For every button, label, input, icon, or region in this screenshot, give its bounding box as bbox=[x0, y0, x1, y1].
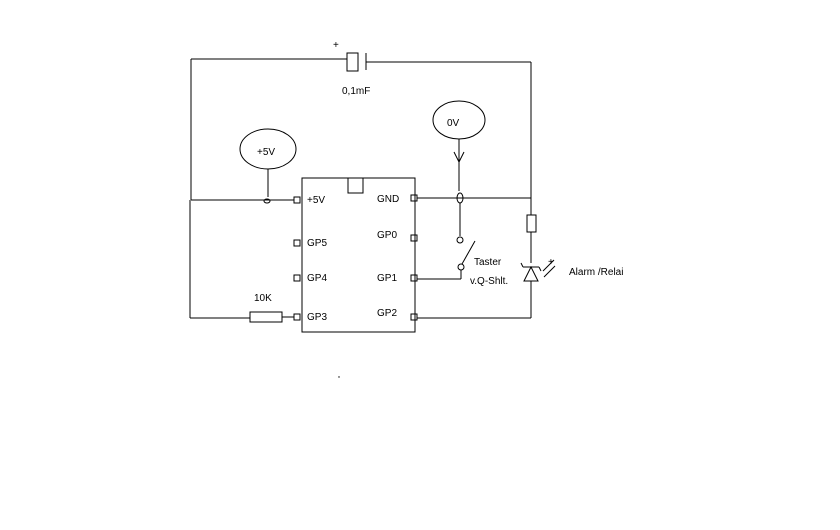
pin-label-gp5: GP5 bbox=[307, 238, 327, 249]
capacitor-body bbox=[346, 52, 359, 72]
led-zener-tip-left bbox=[520, 262, 524, 268]
pin-label-gp2: GP2 bbox=[377, 308, 397, 319]
pin-label-gnd: GND bbox=[377, 194, 399, 205]
chip-pin-right-4 bbox=[410, 313, 418, 321]
supply-ground-label: 0V bbox=[447, 118, 460, 129]
chip-notch bbox=[347, 177, 364, 194]
chip-pin-left-4 bbox=[293, 313, 301, 321]
junction-vcc bbox=[263, 198, 271, 204]
led-plus-label: + bbox=[548, 257, 554, 268]
pin-label-gp0: GP0 bbox=[377, 230, 397, 241]
chip-pin-left-3 bbox=[293, 274, 301, 282]
switch-lever bbox=[461, 240, 476, 265]
switch-label-line1: Taster bbox=[474, 257, 502, 268]
pin-label-gp1: GP1 bbox=[377, 273, 397, 284]
chip-pin-left-2 bbox=[293, 239, 301, 247]
switch-contact-bottom bbox=[457, 263, 465, 271]
led-triangle bbox=[523, 265, 539, 282]
led-resistor bbox=[526, 214, 537, 233]
capacitor-plus-label: + bbox=[333, 40, 339, 51]
capacitor-value-label: 0,1mF bbox=[342, 86, 370, 97]
chip-pin-right-1 bbox=[410, 194, 418, 202]
led-ray-2 bbox=[542, 259, 555, 272]
led-zener-tip-right bbox=[538, 266, 542, 272]
switch-contact-top bbox=[456, 236, 464, 244]
pin-label-gp3: GP3 bbox=[307, 312, 327, 323]
stray-dot bbox=[338, 376, 340, 378]
supply-positive-label: +5V bbox=[257, 147, 275, 158]
led-ray-1 bbox=[543, 265, 556, 278]
chip-pin-right-2 bbox=[410, 234, 418, 242]
chip-pin-left-1 bbox=[293, 196, 301, 204]
switch-label-line2: v.Q-Shlt. bbox=[470, 276, 508, 287]
pin-label-gp4: GP4 bbox=[307, 273, 327, 284]
pin-label-vcc: +5V bbox=[307, 195, 325, 206]
resistor-value-label: 10K bbox=[254, 293, 272, 304]
ground-arrow bbox=[453, 151, 465, 164]
resistor-10k bbox=[249, 311, 283, 323]
chip-pin-right-3 bbox=[410, 274, 418, 282]
output-load-label: Alarm /Relai bbox=[569, 267, 623, 278]
